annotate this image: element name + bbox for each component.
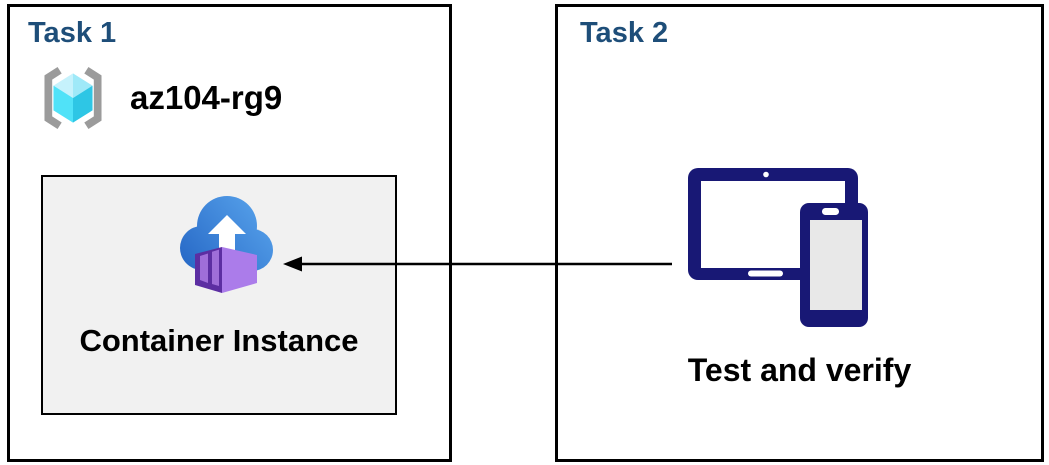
task1-title: Task 1 xyxy=(28,17,117,49)
task2-box: Task 2 Test and verify xyxy=(555,4,1044,462)
task2-title: Task 2 xyxy=(580,17,669,49)
resource-group-row: az104-rg9 xyxy=(36,64,282,132)
resource-group-icon xyxy=(44,66,102,130)
container-instance-label: Container Instance xyxy=(79,323,359,358)
test-and-verify-label: Test and verify xyxy=(687,352,912,388)
tablet-and-phone-icon xyxy=(688,168,868,327)
container-instance-panel: Container Instance xyxy=(41,175,397,415)
container-instance-icon xyxy=(180,196,273,293)
task1-box: Task 1 az104-rg9 xyxy=(7,4,452,462)
resource-group-name: az104-rg9 xyxy=(130,79,283,116)
connector-arrow xyxy=(283,256,672,272)
